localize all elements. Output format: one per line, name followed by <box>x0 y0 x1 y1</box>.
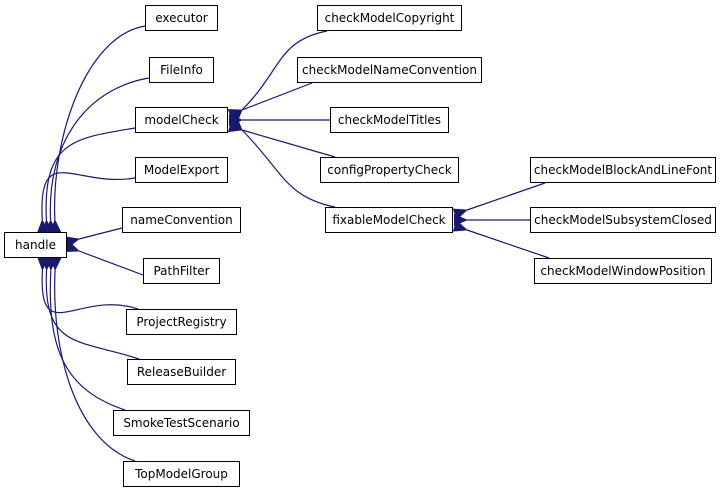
node-topmodelgroup[interactable]: TopModelGroup <box>123 461 240 487</box>
edge-releasebuilder-to-handle <box>41 256 140 360</box>
edge-modelexport-to-handle <box>36 172 136 234</box>
node-modelexport[interactable]: ModelExport <box>135 157 228 183</box>
edge-nameconvention-to-handle <box>64 227 123 249</box>
edge-checkmodelblockandlinefont-to-fixablemodelcheck <box>452 182 546 220</box>
node-fileinfo[interactable]: FileInfo <box>149 57 214 83</box>
node-projectregistry[interactable]: ProjectRegistry <box>126 309 237 335</box>
node-pathfilter[interactable]: PathFilter <box>143 258 220 284</box>
edge-pathfilter-to-handle <box>64 240 144 276</box>
node-checkmodelcopyright[interactable]: checkModelCopyright <box>317 5 462 31</box>
edge-checkmodelwindowposition-to-fixablemodelcheck <box>452 220 550 259</box>
node-checkmodelblockandlinefont[interactable]: checkModelBlockAndLineFont <box>530 157 716 183</box>
node-configpropertycheck[interactable]: configPropertyCheck <box>320 157 459 183</box>
edge-topmodelgroup-to-handle <box>49 256 136 462</box>
node-checkmodelsubsystemclosed[interactable]: checkModelSubsystemClosed <box>530 207 716 233</box>
node-handle[interactable]: handle <box>4 232 67 258</box>
node-checkmodelwindowposition[interactable]: checkModelWindowPosition <box>534 258 712 284</box>
node-releasebuilder[interactable]: ReleaseBuilder <box>127 359 236 385</box>
edge-smoketestscenario-to-handle <box>45 256 126 411</box>
node-smoketestscenario[interactable]: SmokeTestScenario <box>113 410 250 436</box>
edges <box>36 25 550 462</box>
node-checkmodelnameconvention[interactable]: checkModelNameConvention <box>297 57 482 83</box>
node-fixablemodelcheck[interactable]: fixableModelCheck <box>325 207 453 233</box>
edge-fixablemodelcheck-to-modelcheck <box>228 116 336 208</box>
node-nameconvention[interactable]: nameConvention <box>122 207 241 233</box>
edge-executor-to-handle <box>49 25 146 234</box>
edge-projectregistry-to-handle <box>37 256 139 314</box>
node-executor[interactable]: executor <box>145 5 218 31</box>
edge-configpropertycheck-to-modelcheck <box>227 120 336 158</box>
node-modelcheck[interactable]: modelCheck <box>135 107 228 133</box>
edge-fileinfo-to-handle <box>45 77 150 234</box>
edge-checkmodelnameconvention-to-modelcheck <box>227 82 313 121</box>
node-checkmodeltitles[interactable]: checkModelTitles <box>330 107 449 133</box>
edge-checkmodelcopyright-to-modelcheck <box>228 30 328 124</box>
edge-modelcheck-to-handle <box>41 127 136 234</box>
